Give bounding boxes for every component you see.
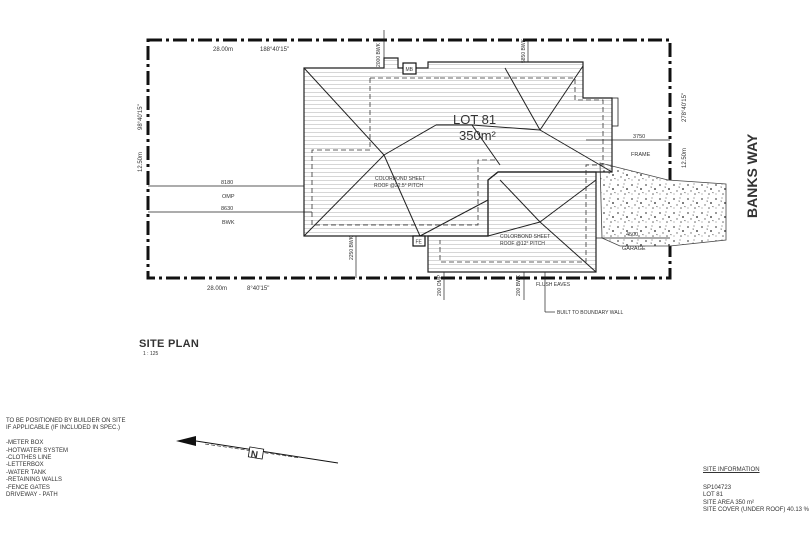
dim-8630: 8630 bbox=[221, 206, 233, 212]
meter-box-label: MB bbox=[406, 67, 414, 73]
note-line: IF APPLICABLE (IF INCLUDED IN SPEC.) bbox=[6, 425, 121, 432]
porch-box bbox=[611, 97, 619, 127]
dim-8180: 8180 bbox=[221, 180, 233, 186]
dimension-lines bbox=[148, 30, 670, 313]
note-line: -WATER TANK bbox=[6, 469, 47, 476]
note-line: -HOTWATER SYSTEM bbox=[6, 447, 68, 454]
meter-box-symbol bbox=[402, 62, 417, 75]
dim-top-bwk-2: 5850 BWK bbox=[521, 38, 527, 63]
site-information: SITE INFORMATION SP104723 LOT 81 SITE AR… bbox=[703, 467, 809, 515]
note-line: -METER BOX bbox=[6, 440, 44, 447]
top-boundary-bearing: 188°40'15" bbox=[260, 47, 289, 53]
driveway bbox=[599, 162, 727, 247]
north-arrow: N bbox=[176, 436, 339, 464]
site-info-line: SITE AREA 350 m² bbox=[703, 499, 755, 506]
bottom-boundary-length: 28.00m bbox=[207, 286, 227, 292]
street-name: BANKS WAY bbox=[744, 133, 760, 218]
roof-hips bbox=[303, 65, 613, 273]
dim-omp-label: OMP bbox=[222, 194, 235, 200]
main-roof-label-2: ROOF @22.5° PITCH bbox=[374, 183, 423, 189]
dim-top-bwk-1: 2000 BWK bbox=[376, 42, 382, 67]
dim-frame-3750: 3750 bbox=[633, 134, 645, 140]
dim-garage-4500: 4500 bbox=[626, 232, 638, 238]
note-line bbox=[6, 433, 176, 440]
garage-roof bbox=[427, 171, 597, 273]
right-boundary-length: 12.50m bbox=[682, 148, 688, 168]
note-line: TO BE POSITIONED BY BUILDER ON SITE bbox=[6, 418, 126, 424]
note-line: -FENCE GATES bbox=[6, 484, 50, 491]
builder-notes: TO BE POSITIONED BY BUILDER ON SITE IF A… bbox=[6, 418, 176, 499]
site-information-heading: SITE INFORMATION bbox=[703, 467, 760, 473]
left-boundary-length: 12.50m bbox=[138, 152, 144, 172]
dim-garage-label: GARAGE bbox=[622, 246, 646, 252]
lot-boundary bbox=[146, 38, 672, 280]
dim-bwk-label: BWK bbox=[222, 220, 235, 226]
dim-left-2250: 2250 BWK bbox=[349, 235, 355, 260]
main-roof-label-1: COLORBOND SHEET bbox=[375, 176, 425, 182]
site-plan-title: SITE PLAN bbox=[139, 338, 200, 350]
right-boundary-bearing: 278°40'15" bbox=[682, 93, 688, 122]
top-boundary-length: 28.00m bbox=[213, 47, 233, 53]
dim-frame-label: FRAME bbox=[631, 152, 651, 158]
garage-roof-label-1: COLORBOND SHEET bbox=[500, 234, 550, 240]
site-info-line: SP104723 bbox=[703, 484, 732, 491]
note-line: DRIVEWAY - PATH bbox=[6, 492, 58, 499]
wall-lines bbox=[311, 77, 604, 263]
site-plan-scale: 1 : 125 bbox=[143, 351, 159, 357]
lot-area: 350m² bbox=[459, 128, 497, 143]
site-info-line: LOT 81 bbox=[703, 492, 723, 499]
dim-bottom-omp: 200 OMP bbox=[437, 274, 443, 296]
garage-roof-label-2: ROOF @12° PITCH bbox=[500, 241, 545, 247]
built-to-boundary-label: BUILT TO BOUNDARY WALL bbox=[557, 310, 623, 316]
note-line: -CLOTHES LINE bbox=[6, 455, 52, 462]
lot-number: LOT 81 bbox=[453, 112, 496, 127]
bottom-boundary-bearing: 8°40'15" bbox=[247, 286, 269, 292]
north-arrow-label: N bbox=[250, 449, 259, 461]
flush-eaves-label: FLUSH EAVES bbox=[536, 282, 571, 288]
left-boundary-bearing: 98°40'15" bbox=[138, 104, 144, 130]
note-line: -RETAINING WALLS bbox=[6, 477, 63, 484]
site-info-line: SITE COVER (UNDER ROOF) 40.13 % bbox=[703, 507, 809, 514]
dim-bottom-bwk: 200 BWK bbox=[516, 274, 522, 296]
fire-symbol bbox=[412, 235, 426, 247]
note-line: -LETTERBOX bbox=[6, 462, 44, 469]
fire-label: FE bbox=[416, 240, 423, 246]
